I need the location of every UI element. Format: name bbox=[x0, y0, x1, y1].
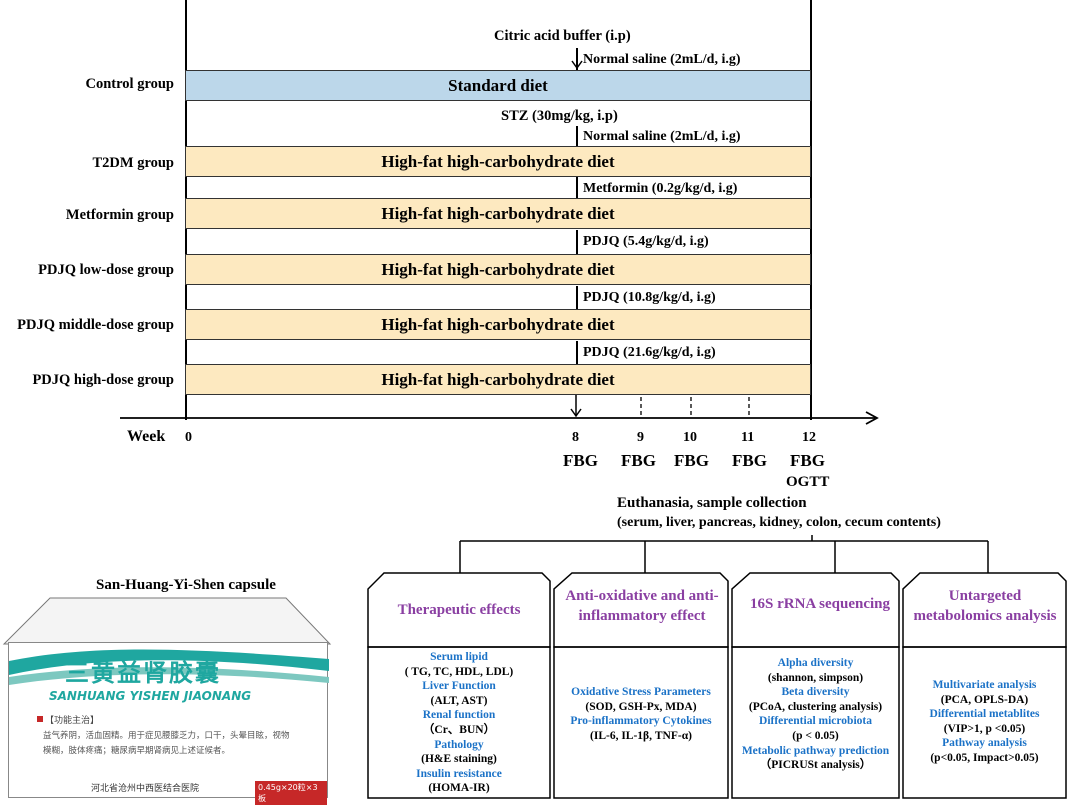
param-detail: (IL-6, IL-1β, TNF-α) bbox=[590, 729, 692, 742]
box-title-16s: 16S rRNA sequencing bbox=[749, 596, 891, 612]
diet-bar-standard: Standard diet bbox=[185, 70, 811, 101]
param-name: Pro-inflammatory Cytokines bbox=[570, 715, 712, 728]
diet-bar-hfhc: High-fat high-carbohydrate diet bbox=[185, 364, 811, 395]
citric-acid-label: Citric acid buffer (i.p) bbox=[494, 28, 631, 44]
param-name: Beta diversity bbox=[781, 686, 850, 699]
box-body-metabolomics: Multivariate analysis (PCA, OPLS-DA) Dif… bbox=[903, 678, 1066, 766]
param-name: Differential metablites bbox=[929, 708, 1040, 721]
branch-connector bbox=[459, 535, 989, 573]
diet-bar-hfhc: High-fat high-carbohydrate diet bbox=[185, 146, 811, 177]
param-detail: ( TG, TC, HDL, LDL) bbox=[404, 665, 514, 678]
week8-marker bbox=[576, 48, 578, 72]
param-name: Liver Function bbox=[422, 680, 496, 693]
treatment-label: Normal saline (2mL/d, i.g) bbox=[583, 129, 741, 144]
group-label-t2dm: T2DM group bbox=[92, 155, 174, 171]
samples-label: (serum, liver, pancreas, kidney, colon, … bbox=[617, 515, 941, 530]
tick-label: 0 bbox=[185, 430, 192, 445]
param-name: Serum lipid bbox=[430, 651, 488, 663]
box-title-antioxidative: Anti-oxidative and anti-inflammatory eff… bbox=[565, 588, 719, 624]
capsule-box-lid bbox=[2, 597, 332, 645]
param-name: Differential microbiota bbox=[759, 715, 872, 728]
timeline-axis bbox=[120, 395, 879, 425]
param-detail: (SOD, GSH-Px, MDA) bbox=[585, 700, 697, 713]
week8-marker bbox=[576, 230, 578, 254]
fbg-week8: FBG bbox=[563, 451, 598, 470]
capsule-title: San-Huang-Yi-Shen capsule bbox=[96, 577, 276, 593]
fbg-week12: FBG bbox=[790, 451, 825, 470]
param-name: Insulin resistance bbox=[416, 767, 502, 780]
group-label-control: Control group bbox=[85, 76, 175, 92]
capsule-desc: 模糊，肢体疼痛；糖尿病早期肾病见上述证候者。 bbox=[43, 746, 231, 756]
param-detail: (ALT, AST) bbox=[430, 694, 488, 707]
group-label-metformin: Metformin group bbox=[65, 207, 174, 223]
param-name: Pathway analysis bbox=[942, 737, 1027, 750]
group-label-pdjq-middle: PDJQ middle-dose group bbox=[17, 317, 174, 333]
week8-marker bbox=[576, 177, 578, 199]
treatment-label: Metformin (0.2g/kg/d, i.g) bbox=[583, 181, 738, 196]
fbg-week10: FBG bbox=[674, 451, 709, 470]
week8-marker bbox=[576, 286, 578, 310]
box-title-therapeutic: Therapeutic effects bbox=[397, 602, 521, 618]
param-detail: (VIP>1, p <0.05) bbox=[943, 722, 1026, 735]
param-detail: (PCoA, clustering analysis) bbox=[748, 700, 883, 713]
capsule-desc: 益气养阴，活血固精。用于症见腰膝乏力，口干，头晕目眩，视物 bbox=[43, 731, 290, 741]
capsule-function-tag: 【功能主治】 bbox=[45, 716, 100, 726]
box-body-antioxidative: Oxidative Stress Parameters (SOD, GSH-Px… bbox=[554, 685, 728, 743]
week8-marker bbox=[576, 341, 578, 365]
param-name: Metabolic pathway prediction bbox=[741, 744, 890, 757]
euthanasia-label: Euthanasia, sample collection bbox=[617, 495, 807, 511]
param-name: Oxidative Stress Parameters bbox=[571, 686, 711, 698]
tick-label: 10 bbox=[683, 430, 697, 445]
param-name: Renal function bbox=[422, 709, 496, 722]
group-label-pdjq-low: PDJQ low-dose group bbox=[38, 262, 174, 278]
param-name: Multivariate analysis bbox=[932, 679, 1037, 691]
ogtt-label: OGTT bbox=[786, 474, 830, 490]
capsule-swoosh-graphic bbox=[9, 649, 329, 685]
group-label-pdjq-high: PDJQ high-dose group bbox=[32, 372, 174, 388]
tick-label: 9 bbox=[637, 430, 644, 445]
box-title-metabolomics: Untargeted metabolomics analysis bbox=[913, 588, 1057, 624]
tick-label: 8 bbox=[572, 430, 579, 445]
diet-bar-hfhc: High-fat high-carbohydrate diet bbox=[185, 309, 811, 340]
box-body-16s: Alpha diversity (shannon, simpson) Beta … bbox=[732, 656, 899, 773]
capsule-spec-badge: 0.45g×20粒×3板 bbox=[255, 781, 327, 805]
param-name: Alpha diversity bbox=[777, 657, 854, 669]
param-detail: (HOMA-IR) bbox=[428, 782, 490, 795]
box-body-therapeutic: Serum lipid ( TG, TC, HDL, LDL) Liver Fu… bbox=[368, 650, 550, 796]
outcome-boxes-frame bbox=[367, 572, 1067, 799]
capsule-maker: 河北省沧州中西医结合医院 bbox=[91, 784, 200, 794]
diet-bar-hfhc: High-fat high-carbohydrate diet bbox=[185, 254, 811, 285]
capsule-cn-name: 三黄益肾胶囊 bbox=[65, 659, 221, 687]
param-detail: (p<0.05, Impact>0.05) bbox=[930, 751, 1039, 764]
param-detail: （Cr、BUN） bbox=[422, 723, 496, 736]
capsule-pinyin: SANHUANG YISHEN JIAONANG bbox=[49, 689, 252, 703]
param-detail: (H&E staining) bbox=[421, 753, 497, 766]
axis-label-week: Week bbox=[127, 428, 166, 445]
capsule-red-marker bbox=[37, 716, 43, 722]
tick-label: 11 bbox=[741, 430, 755, 445]
treatment-label: PDJQ (21.6g/kg/d, i.g) bbox=[583, 345, 716, 360]
param-detail: (shannon, simpson) bbox=[767, 671, 864, 684]
diet-bar-hfhc: High-fat high-carbohydrate diet bbox=[185, 198, 811, 229]
stz-label: STZ (30mg/kg, i.p) bbox=[501, 108, 618, 124]
week8-marker bbox=[576, 126, 578, 148]
param-detail: (PCA, OPLS-DA) bbox=[940, 693, 1029, 706]
treatment-label: PDJQ (10.8g/kg/d, i.g) bbox=[583, 290, 716, 305]
tick-label: 12 bbox=[802, 430, 816, 445]
param-detail: （PICRUSt analysis） bbox=[759, 759, 872, 772]
treatment-label: PDJQ (5.4g/kg/d, i.g) bbox=[583, 234, 709, 249]
param-detail: (p < 0.05) bbox=[792, 729, 839, 742]
fbg-week9: FBG bbox=[621, 451, 656, 470]
treatment-label: Normal saline (2mL/d, i.g) bbox=[583, 52, 741, 67]
param-name: Pathology bbox=[434, 738, 484, 751]
fbg-week11: FBG bbox=[732, 451, 767, 470]
capsule-box-photo: 三黄益肾胶囊 SANHUANG YISHEN JIAONANG 【功能主治】 益… bbox=[8, 642, 329, 805]
